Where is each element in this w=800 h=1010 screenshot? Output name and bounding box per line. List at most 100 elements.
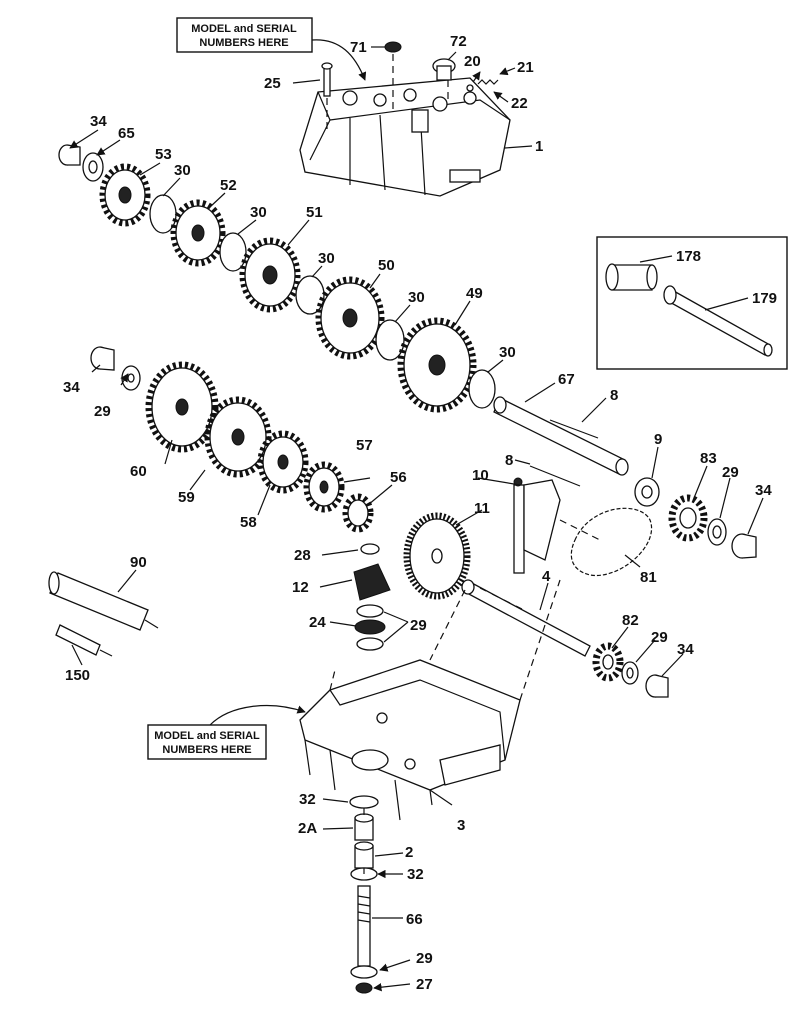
gear-49: [397, 317, 477, 413]
gear-60: [145, 361, 219, 453]
label-52: 52: [220, 177, 237, 194]
label-29-center: 29: [410, 617, 427, 634]
label-178: 178: [676, 248, 701, 265]
label-72: 72: [450, 33, 467, 50]
gear-59: [204, 396, 272, 478]
label-53: 53: [155, 146, 172, 163]
label-32-upper: 32: [299, 791, 316, 808]
label-90: 90: [130, 554, 147, 571]
part-34-bushing-left: [90, 346, 115, 371]
part-25-bolt: [321, 62, 333, 97]
gear-12-pinion: [353, 563, 391, 601]
label-49: 49: [466, 285, 483, 302]
label-28: 28: [294, 547, 311, 564]
part-27-nut: [355, 982, 373, 994]
part-32-seal-upper: [349, 795, 379, 809]
label-82: 82: [622, 612, 639, 629]
part-10-shift-fork: [513, 477, 561, 574]
model-serial-note-top: MODEL and SERIAL NUMBERS HERE: [176, 17, 367, 81]
spacer-30-d: [375, 319, 405, 361]
part-29-washer-right-upper: [707, 518, 727, 546]
label-29-right-upper: 29: [722, 464, 739, 481]
part-labels: 1 2 2A 3 4 8 8 9 10 11 12 20 21 22 24 25…: [63, 33, 777, 993]
label-30-e: 30: [499, 344, 516, 361]
label-57: 57: [356, 437, 373, 454]
label-8-upper: 8: [610, 387, 618, 404]
label-2: 2: [405, 844, 413, 861]
label-30-a: 30: [174, 162, 191, 179]
label-59: 59: [178, 489, 195, 506]
gear-57: [303, 461, 345, 513]
part-20-21-22-spring-ball: [466, 79, 499, 92]
label-30-b: 30: [250, 204, 267, 221]
part-29-washer-bottom: [350, 965, 378, 979]
note-top-line2: NUMBERS HERE: [199, 37, 288, 49]
part-2A-bushing: [354, 813, 374, 841]
gear-11-bevel: [403, 512, 471, 600]
label-29-left: 29: [94, 403, 111, 420]
part-179-axle: [663, 285, 773, 357]
label-60: 60: [130, 463, 147, 480]
label-51: 51: [306, 204, 323, 221]
spacer-30-b: [219, 232, 247, 272]
label-4: 4: [542, 568, 551, 585]
note-top-line1: MODEL and SERIAL: [191, 23, 297, 35]
part-90-grease-tube: [48, 571, 159, 631]
label-30-c: 30: [318, 250, 335, 267]
label-34-top: 34: [90, 113, 107, 130]
label-34-left: 34: [63, 379, 80, 396]
gear-58: [257, 430, 309, 494]
label-34-right-lower: 34: [677, 641, 694, 658]
note-bottom-line2: NUMBERS HERE: [162, 744, 251, 756]
leader-lines: [69, 46, 764, 992]
label-12: 12: [292, 579, 309, 596]
label-21: 21: [517, 59, 534, 76]
gear-53: [99, 163, 151, 227]
label-24: 24: [309, 614, 326, 631]
part-8-key-upper: [549, 419, 599, 439]
part-66-shaft: [357, 885, 371, 967]
label-29-right-lower: 29: [651, 629, 668, 646]
label-27: 27: [416, 976, 433, 993]
part-67-shaft: [493, 396, 629, 476]
spacer-30-c: [295, 275, 325, 315]
label-83: 83: [700, 450, 717, 467]
part-34-bushing-upper: [58, 144, 81, 166]
label-56: 56: [390, 469, 407, 486]
label-8-lower: 8: [505, 452, 513, 469]
part-81-chain: [570, 507, 653, 577]
label-66: 66: [406, 911, 423, 928]
label-22: 22: [511, 95, 528, 112]
label-58: 58: [240, 514, 257, 531]
label-30-d: 30: [408, 289, 425, 306]
sprocket-83: [668, 494, 708, 542]
label-81: 81: [640, 569, 657, 586]
label-20: 20: [464, 53, 481, 70]
label-67: 67: [558, 371, 575, 388]
part-178-coupler: [605, 263, 658, 291]
part-72-plug: [432, 58, 456, 81]
label-11: 11: [474, 500, 490, 517]
part-34-bushing-right-lower: [645, 674, 669, 698]
part-4-output-shaft: [461, 579, 591, 657]
label-29-bottom: 29: [416, 950, 433, 967]
part-1-top-cover: [299, 77, 511, 197]
label-3: 3: [457, 817, 465, 834]
label-34-right-upper: 34: [755, 482, 772, 499]
label-1: 1: [535, 138, 543, 155]
gear-50: [315, 276, 385, 360]
part-8-key-lower: [529, 465, 581, 487]
label-25: 25: [264, 75, 281, 92]
label-10: 10: [472, 467, 489, 484]
label-179: 179: [752, 290, 777, 307]
spacer-30-e: [468, 369, 496, 409]
label-71: 71: [350, 39, 367, 56]
label-2A: 2A: [298, 820, 317, 837]
part-29-washer-right-lower: [621, 661, 639, 685]
part-34-bushing-right-upper: [731, 533, 757, 559]
part-3-lower-housing: [299, 659, 521, 821]
label-32-lower: 32: [407, 866, 424, 883]
label-50: 50: [378, 257, 395, 274]
sprocket-82: [592, 642, 624, 682]
